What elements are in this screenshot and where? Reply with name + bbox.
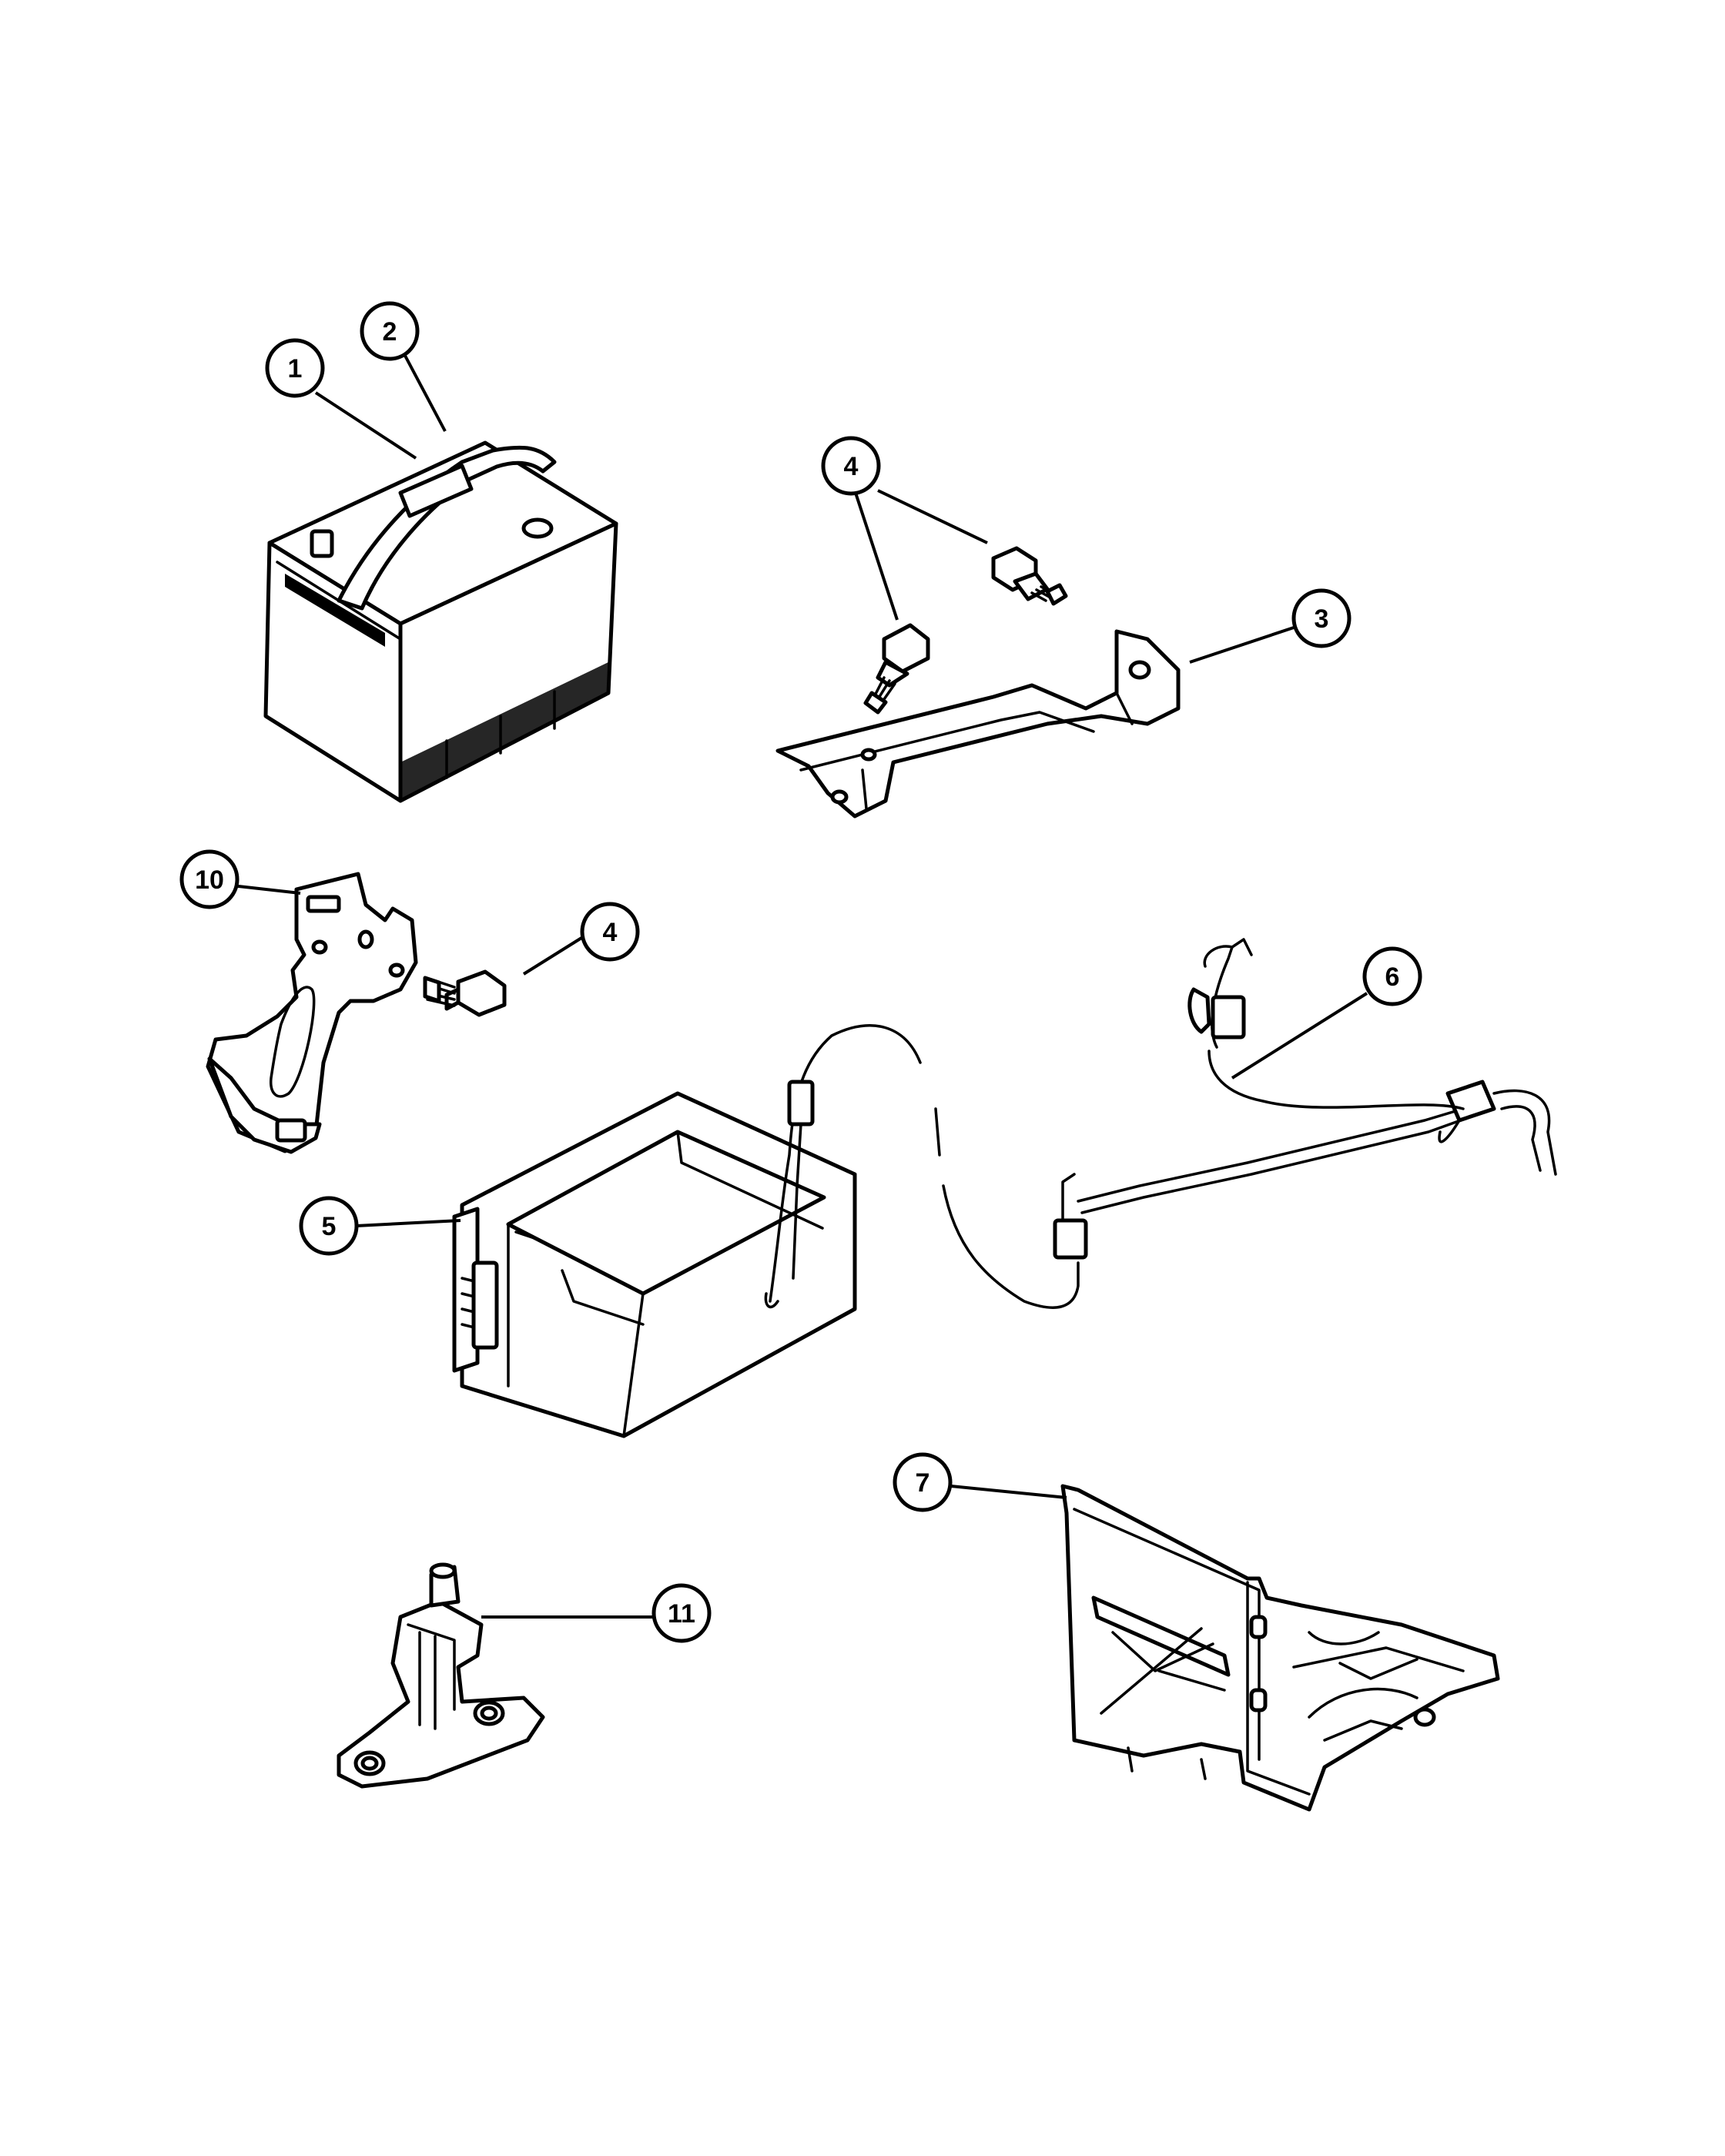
callout-7: 7	[893, 1452, 953, 1512]
callout-1-label: 1	[288, 354, 303, 383]
callout-1: 1	[265, 338, 325, 398]
callout-3: 3	[1291, 588, 1352, 648]
leader-2	[403, 353, 447, 432]
callout-6-label: 6	[1385, 962, 1400, 992]
callout-4-upper-label: 4	[844, 452, 859, 481]
bolt-upper-right	[991, 546, 1068, 606]
callout-5: 5	[299, 1196, 359, 1256]
tray-bracket	[1060, 1484, 1500, 1812]
leader-1	[314, 391, 417, 460]
callout-4-upper: 4	[821, 436, 881, 496]
leader-lines	[217, 353, 1368, 1619]
callout-4-middle-label: 4	[603, 918, 618, 947]
callout-10-label: 10	[195, 865, 224, 895]
battery-tray-box	[452, 1091, 857, 1438]
bracket-10	[206, 872, 418, 1154]
bolt-middle	[423, 969, 507, 1017]
callout-10: 10	[179, 849, 239, 909]
callout-2-label: 2	[383, 317, 397, 346]
mounting-stud	[337, 1562, 545, 1789]
callout-3-label: 3	[1315, 604, 1329, 634]
leader-4a-right	[877, 489, 988, 544]
bolt-upper-left	[863, 623, 930, 715]
callout-7-label: 7	[916, 1468, 930, 1498]
callout-2: 2	[360, 301, 420, 361]
leader-6	[1231, 992, 1368, 1080]
callout-11-label: 11	[668, 1599, 695, 1629]
leader-4b	[522, 934, 587, 976]
callout-11: 11	[651, 1583, 712, 1643]
callout-5-label: 5	[322, 1212, 337, 1241]
leader-7	[950, 1485, 1067, 1499]
hold-down-clamp	[775, 629, 1181, 819]
wiring-harness	[764, 938, 1557, 1309]
battery	[263, 440, 618, 803]
leader-4a-left	[853, 490, 899, 621]
leader-5	[356, 1219, 461, 1227]
callout-6: 6	[1362, 946, 1422, 1006]
callout-4-middle: 4	[580, 902, 640, 962]
leader-3	[1189, 626, 1295, 664]
